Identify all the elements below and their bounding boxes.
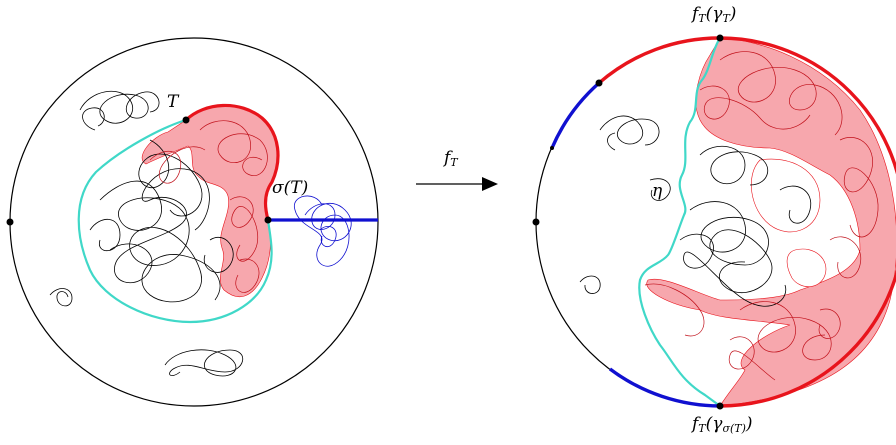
right-red-arc-top bbox=[597, 36, 721, 85]
left-cyan-curve bbox=[77, 118, 273, 324]
right-red-arc-main bbox=[719, 36, 896, 408]
label-eta: η bbox=[652, 181, 663, 201]
left-point-t bbox=[182, 116, 190, 124]
label-map: fT bbox=[444, 148, 458, 169]
right-point-blue-end bbox=[550, 146, 554, 150]
label-bottom-point: fT(γσ(T)) bbox=[692, 414, 753, 435]
right-disk-group bbox=[532, 34, 896, 410]
left-disk-group bbox=[6, 37, 379, 407]
label-sigma-t: σ(T) bbox=[272, 178, 309, 198]
right-interior-scribbles bbox=[579, 115, 812, 307]
map-arrow bbox=[416, 177, 498, 191]
right-point-bottom bbox=[716, 402, 724, 410]
right-blue-arc-lower bbox=[608, 367, 721, 408]
right-point-upper-left bbox=[595, 79, 603, 87]
left-point-west bbox=[6, 218, 14, 226]
right-blue-arc-upper bbox=[550, 81, 601, 149]
left-point-sigma bbox=[264, 216, 272, 224]
right-point-west bbox=[532, 218, 540, 226]
right-cyan-curve bbox=[638, 37, 721, 407]
left-interior-scribbles bbox=[89, 139, 234, 303]
right-red-scribbles bbox=[644, 51, 879, 381]
left-red-region bbox=[141, 105, 279, 298]
label-top-point: fT(γT) bbox=[692, 4, 737, 25]
right-white-holes bbox=[750, 158, 827, 287]
left-blue-scribble bbox=[294, 195, 352, 267]
label-t: T bbox=[167, 92, 179, 112]
left-red-arc bbox=[184, 103, 280, 221]
left-exterior-loops bbox=[49, 91, 243, 377]
left-red-scribbles bbox=[149, 120, 268, 293]
right-point-top bbox=[716, 34, 724, 42]
